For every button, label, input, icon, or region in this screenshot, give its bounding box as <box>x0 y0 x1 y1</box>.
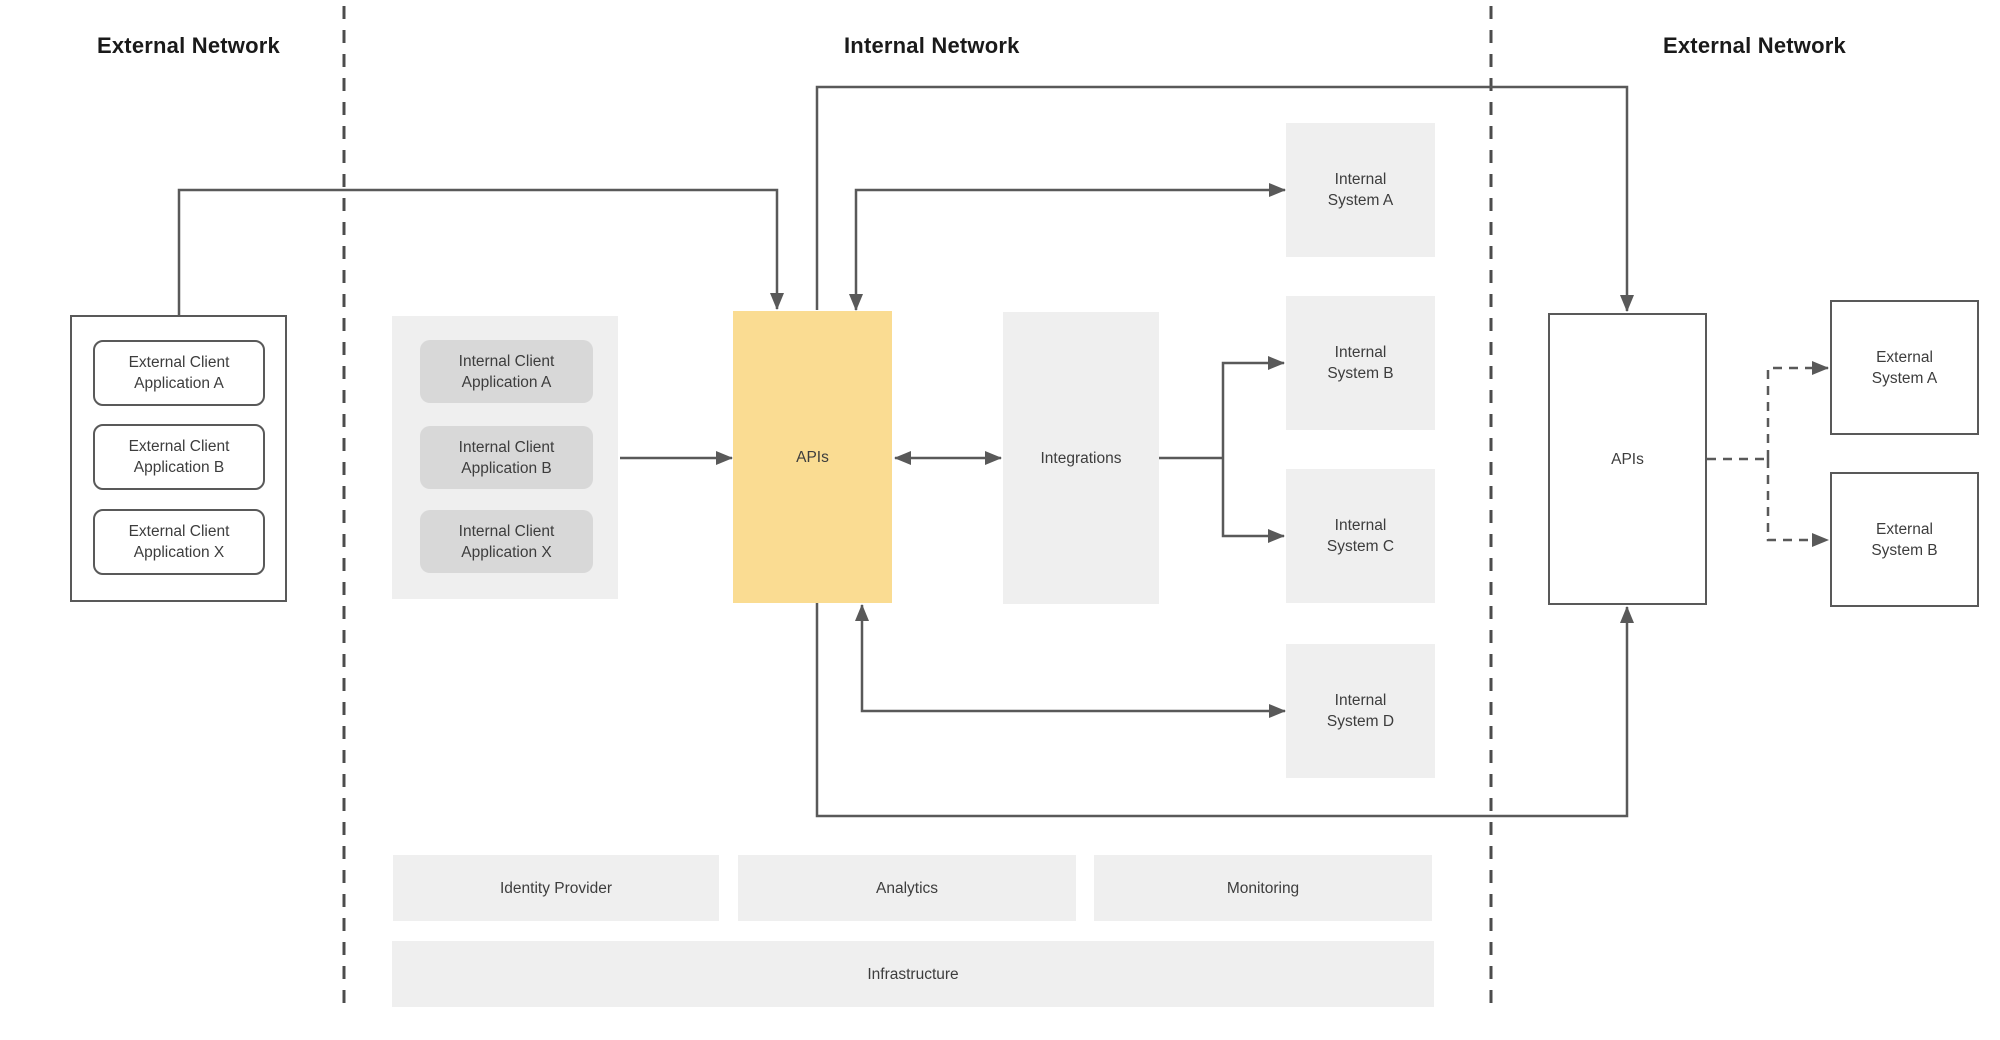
infrastructure-box: Infrastructure <box>392 941 1434 1007</box>
internal-client-app-x-label: Internal Client Application X <box>458 522 555 561</box>
infrastructure-label: Infrastructure <box>867 965 959 983</box>
external-system-b-label: External System B <box>1871 520 1938 559</box>
monitoring-box: Monitoring <box>1094 855 1432 921</box>
external-client-app-a-label: External Client Application A <box>128 354 230 392</box>
internal-client-app-a-label: Internal Client Application A <box>458 352 555 391</box>
internal-system-a-label: Internal System A <box>1327 171 1394 209</box>
integrations-box-label: Integrations <box>1040 449 1122 467</box>
external-client-app-x: External Client Application X <box>93 509 265 575</box>
external-system-b: External System B <box>1830 472 1979 607</box>
internal-client-app-x: Internal Client Application X <box>420 510 593 573</box>
zone-label-internal: Internal Network <box>844 33 1020 58</box>
internal-system-a: Internal System A <box>1286 123 1435 257</box>
connector-external-apis-to-external-system-a <box>1766 361 1829 459</box>
connector-apis-to-external-apis-top <box>815 85 1634 312</box>
internal-client-app-b-label: Internal Client Application B <box>458 438 555 477</box>
zone-label-external-right: External Network <box>1663 33 1846 58</box>
external-apis-box: APIs <box>1548 313 1707 605</box>
monitoring-label: Monitoring <box>1226 879 1300 897</box>
external-system-a-label: External System A <box>1871 348 1938 387</box>
connector-integrations-to-internal-system-b <box>1221 356 1285 458</box>
analytics-label: Analytics <box>875 879 939 897</box>
connector-apis-to-external-apis-bottom <box>815 603 1634 818</box>
external-client-app-b-label: External Client Application B <box>128 438 230 476</box>
apis-box: APIs <box>733 311 892 603</box>
zone-label-external-left: External Network <box>97 33 280 58</box>
connector-apis-internal-system-d <box>855 604 1286 718</box>
internal-system-d: Internal System D <box>1286 644 1435 778</box>
internal-system-d-label: Internal System D <box>1326 692 1395 730</box>
connector-external-clients-to-apis <box>177 188 784 315</box>
integrations-box: Integrations <box>1003 312 1159 604</box>
external-system-a: External System A <box>1830 300 1979 435</box>
external-client-app-b: External Client Application B <box>93 424 265 490</box>
apis-box-label: APIs <box>796 448 829 466</box>
internal-system-c-label: Internal System C <box>1326 517 1395 555</box>
connector-integrations-to-internal-system-c <box>1221 458 1285 543</box>
internal-system-b-label: Internal System B <box>1327 344 1394 382</box>
connector-apis-internal-system-a <box>849 183 1286 311</box>
analytics-box: Analytics <box>738 855 1076 921</box>
internal-system-b: Internal System B <box>1286 296 1435 430</box>
connector-external-apis-to-external-system-b <box>1766 459 1829 547</box>
external-client-app-a: External Client Application A <box>93 340 265 406</box>
internal-client-app-a: Internal Client Application A <box>420 340 593 403</box>
external-apis-box-label: APIs <box>1611 450 1644 468</box>
identity-provider-box: Identity Provider <box>393 855 719 921</box>
external-client-app-x-label: External Client Application X <box>128 523 230 561</box>
identity-provider-label: Identity Provider <box>500 879 612 897</box>
internal-system-c: Internal System C <box>1286 469 1435 603</box>
internal-client-app-b: Internal Client Application B <box>420 426 593 489</box>
